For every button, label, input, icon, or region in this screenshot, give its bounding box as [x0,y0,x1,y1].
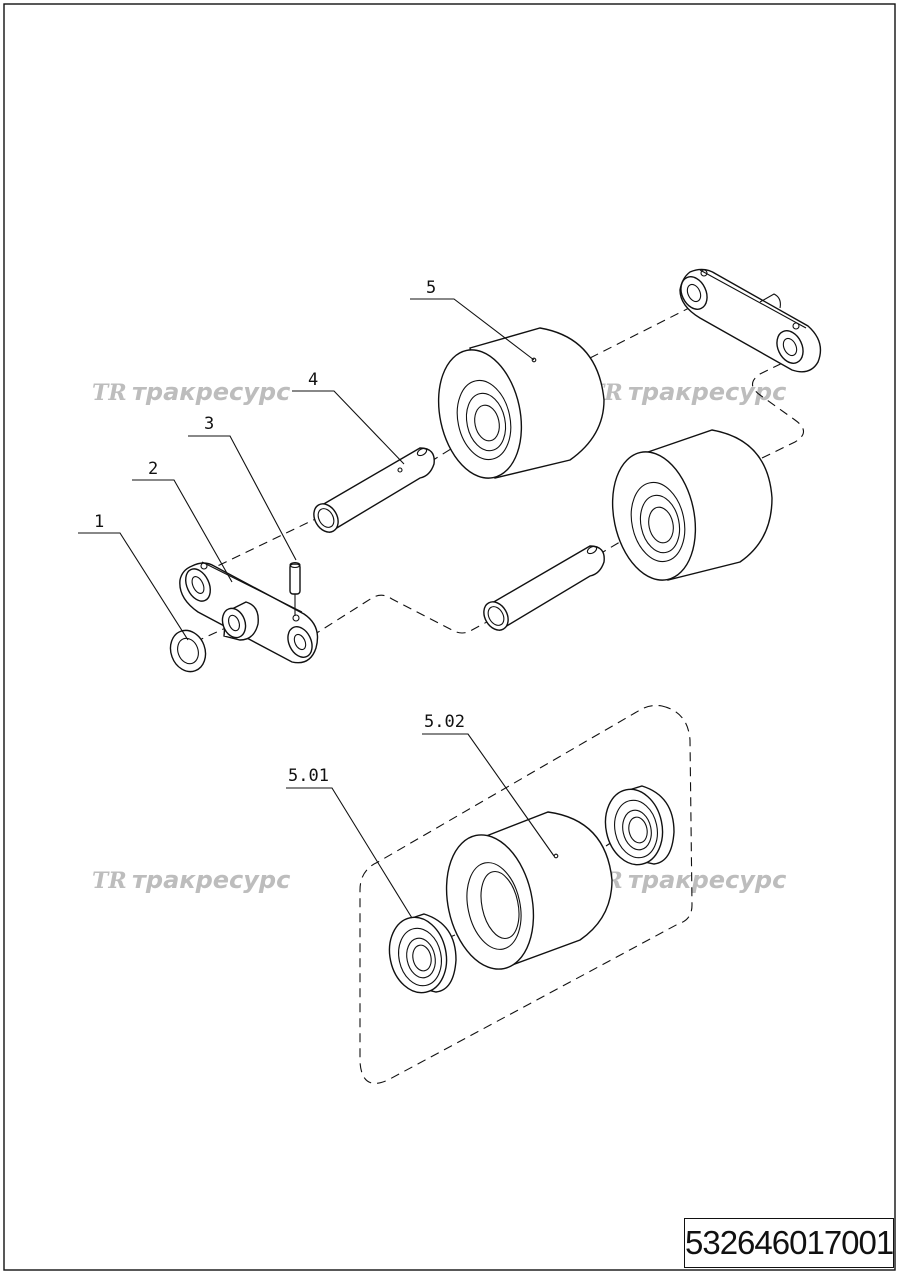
axle-shaft-lower [483,545,605,632]
callout-4-label: 4 [308,370,318,390]
watermark-logo: TR [92,380,127,406]
left-side-plate [179,561,319,664]
callout-4: 4 [292,370,405,465]
washer [169,629,207,673]
watermark-logo: TR [92,868,127,894]
watermark-text: тракресурс [628,378,786,406]
callout-5-01: 5.01 [286,766,413,919]
roller-upper [437,327,605,479]
axle-shaft-upper [313,447,435,534]
pin [289,561,301,616]
right-side-plate [679,268,822,373]
callout-2: 2 [132,459,233,583]
watermark-2: TR тракресурс [588,378,786,406]
callout-5-02: 5.02 [422,712,555,857]
bearing-front [388,913,457,994]
roller-lower [611,429,773,581]
callout-5-02-label: 5.02 [424,712,465,732]
watermark-text: тракресурс [132,866,290,894]
bearing-rear [604,785,675,866]
watermark-text: тракресурс [132,378,290,406]
callout-1-label: 1 [94,512,104,532]
watermark-3: TR тракресурс [92,866,290,894]
callout-5-01-label: 5.01 [288,766,329,786]
drawing-number: 532646017001 [684,1218,894,1268]
roller-body [445,811,613,970]
watermark-text: тракресурс [628,866,786,894]
callout-2-label: 2 [148,459,158,479]
callout-5-label: 5 [426,278,436,298]
callout-3-label: 3 [204,414,214,434]
watermark-4: TR тракресурс [588,866,786,894]
callout-5: 5 [410,278,535,361]
watermark-1: TR тракресурс [92,378,290,406]
sheet-frame [3,3,896,1271]
callout-1: 1 [78,512,189,641]
callout-3: 3 [188,414,297,561]
detail-boundary [359,704,693,1084]
